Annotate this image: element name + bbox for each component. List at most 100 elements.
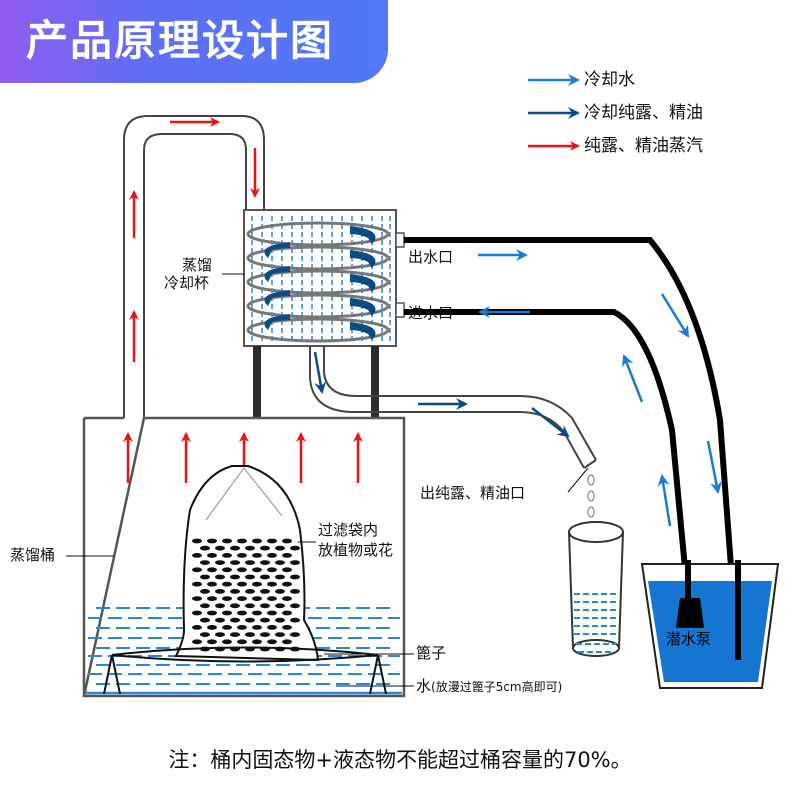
plant-material-dot — [252, 625, 262, 630]
water-note: (放漫过篦子5cm高即可) — [431, 680, 563, 694]
plant-material-dot — [245, 545, 255, 551]
plant-material-dot — [275, 632, 285, 637]
page-title: 产品原理设计图 — [26, 16, 335, 65]
plant-material-dot — [290, 560, 300, 565]
plant-material-dot — [192, 610, 202, 616]
footer-note: 注：桶内固态物+液态物不能超过桶容量的70%。 — [168, 748, 632, 772]
plant-material-dot — [207, 625, 217, 630]
plant-material-dot — [275, 617, 285, 623]
plant-material-dot — [237, 625, 247, 630]
plant-material-dot — [215, 603, 225, 609]
plant-material-dot — [207, 581, 217, 587]
coil-flow-arrows — [264, 226, 376, 340]
plant-material-dot — [267, 567, 277, 573]
plant-material-dot — [207, 610, 217, 616]
plant-material-dot — [200, 545, 210, 551]
plant-material-dot — [275, 574, 285, 580]
plant-material-dot — [230, 603, 240, 609]
product-pipe — [309, 346, 597, 469]
plant-material-dot — [275, 603, 285, 609]
plant-material-dot — [222, 581, 232, 587]
plant-material-dot — [260, 545, 270, 551]
plant-material-dot — [215, 632, 225, 637]
plant-material-dot — [275, 560, 285, 565]
plant-material-dot — [275, 589, 285, 594]
product-drops — [587, 474, 595, 518]
plant-material-dot — [192, 639, 202, 645]
plant-material-dot — [192, 538, 202, 544]
legend-label-steam: 纯露、精油蒸汽 — [584, 136, 703, 156]
plant-material-dot — [282, 581, 292, 587]
condenser-coil — [246, 221, 390, 343]
distill-bucket-label: 蒸馏桶 — [10, 546, 56, 564]
plant-material-dot — [207, 538, 217, 544]
plant-material-dot — [282, 596, 292, 601]
plant-material-dot — [290, 574, 300, 580]
plant-material-dot — [230, 574, 240, 580]
plant-material-dot — [260, 589, 270, 594]
plant-material-dot — [192, 553, 202, 558]
product-flow-arrows — [313, 351, 570, 438]
plant-material-dot — [230, 560, 240, 565]
plant-material-dot — [290, 589, 300, 594]
plant-material-dot — [245, 560, 255, 565]
plant-material-dot — [207, 553, 217, 558]
plant-material-dot — [282, 639, 292, 645]
plant-material-dot — [230, 545, 240, 551]
plant-material-dot — [267, 639, 277, 645]
plant-material-dot — [245, 617, 255, 623]
condenser-label-line1: 蒸馏 — [182, 256, 213, 274]
filter-bag-label-line2: 放植物或花 — [318, 541, 394, 559]
plant-material-dot — [252, 639, 262, 645]
plant-material-dot — [215, 574, 225, 580]
plant-material-dot — [237, 581, 247, 587]
cooling-water-arrows — [478, 249, 722, 527]
plant-material-dot — [267, 596, 277, 601]
plant-material-dot — [252, 538, 262, 544]
plant-material-dot — [267, 553, 277, 558]
water-label-text: 水 — [416, 677, 432, 695]
plant-material-dot — [260, 603, 270, 609]
steamer-rack-label: 篦子 — [416, 644, 447, 662]
plant-material-dot — [230, 589, 240, 594]
plant-material-dot — [282, 538, 292, 544]
plant-material-dot — [237, 538, 247, 544]
plant-material-dot — [222, 553, 232, 558]
plant-material-dot — [237, 553, 247, 558]
plant-material-dot — [260, 560, 270, 565]
cooling-hoses — [404, 237, 741, 661]
plant-material-dot — [290, 545, 300, 551]
plant-material-dot — [290, 617, 300, 623]
plant-material-dot — [222, 567, 232, 573]
plant-material-dot — [275, 545, 285, 551]
plant-material-dot — [207, 639, 217, 645]
plant-material-dot — [200, 632, 210, 637]
plant-material-dot — [282, 625, 292, 630]
pump-icon — [676, 598, 704, 628]
plant-material-dot — [237, 596, 247, 601]
plant-material-dot — [215, 589, 225, 594]
plant-material-dot — [260, 574, 270, 580]
water-label: 水(放漫过篦子5cm高即可) — [416, 677, 562, 697]
plant-material-dot — [237, 567, 247, 573]
plant-material-dot — [237, 610, 247, 616]
legend — [528, 74, 580, 151]
plant-material-dot — [222, 538, 232, 544]
water-outlet-label: 出水口 — [408, 248, 454, 266]
plant-material-dot — [215, 617, 225, 623]
steam-pipe — [123, 115, 265, 418]
plant-material-dot — [245, 574, 255, 580]
plant-material-dot — [192, 567, 202, 573]
plant-material-dot — [290, 632, 300, 637]
plant-material-dot — [245, 632, 255, 637]
plant-material-dot — [245, 603, 255, 609]
plant-material-dot — [252, 567, 262, 573]
plant-material-dot — [192, 596, 202, 601]
plant-material-dot — [252, 596, 262, 601]
plant-material-dot — [222, 610, 232, 616]
plant-material-dot — [267, 581, 277, 587]
plant-material-dot — [237, 639, 247, 645]
water-inlet-label: 进水口 — [408, 304, 454, 322]
plant-material-dot — [200, 617, 210, 623]
plant-material-dot — [192, 581, 202, 587]
